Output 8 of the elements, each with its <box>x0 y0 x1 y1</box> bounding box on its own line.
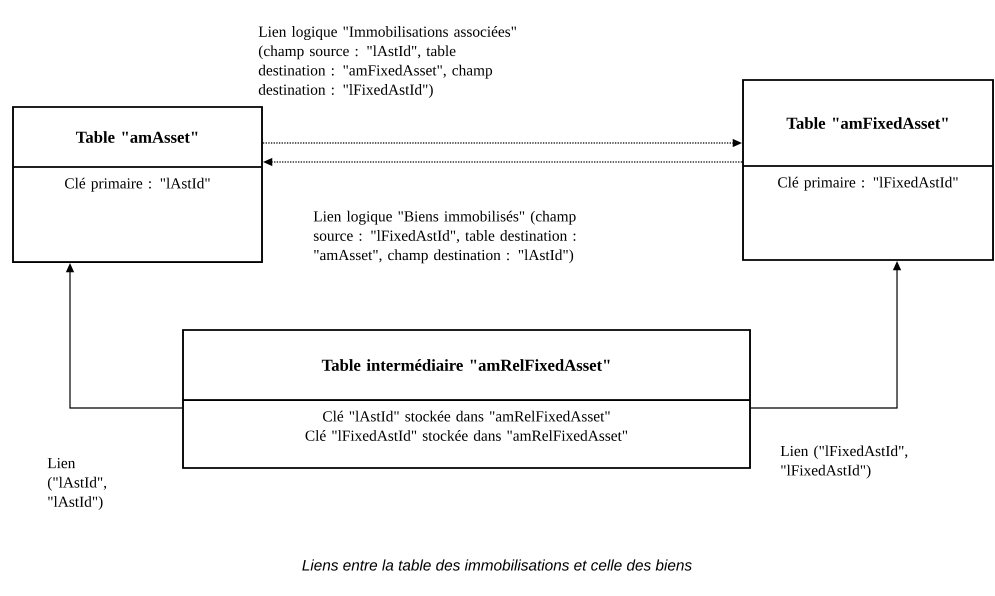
caption: Liens entre la table des immobilisations et celle des biens <box>302 559 692 571</box>
table-box: Table "amAsset" Clé primaire : "lAstId" <box>12 106 263 263</box>
edge-label: Lien ("lFixedAstId", "lFixedAstId") <box>780 445 908 479</box>
edge-label: Lien ("lAstId", "lAstId") <box>48 458 106 510</box>
edge-label: Lien logique "Immobilisations associées" (champ source : "lAstId", table destination : "amFixedAsset", champ destination : "lFixedAstId") <box>258 26 516 98</box>
edge-label: Lien logique "Biens immobilisés" (champ source : "lFixedAstId", table destination : "amAsset", champ destination : "lAstId") <box>314 210 576 264</box>
table-box: Table "amFixedAsset" Clé primaire : "lFixedAstId" <box>742 79 994 261</box>
table-box: Table intermédiaire "amRelFixedAsset" Clé "lAstId" stockée dans "amRelFixedAsset" Clé "lFixedAstId" stockée dans "amRelFixedAsset" <box>182 329 751 469</box>
